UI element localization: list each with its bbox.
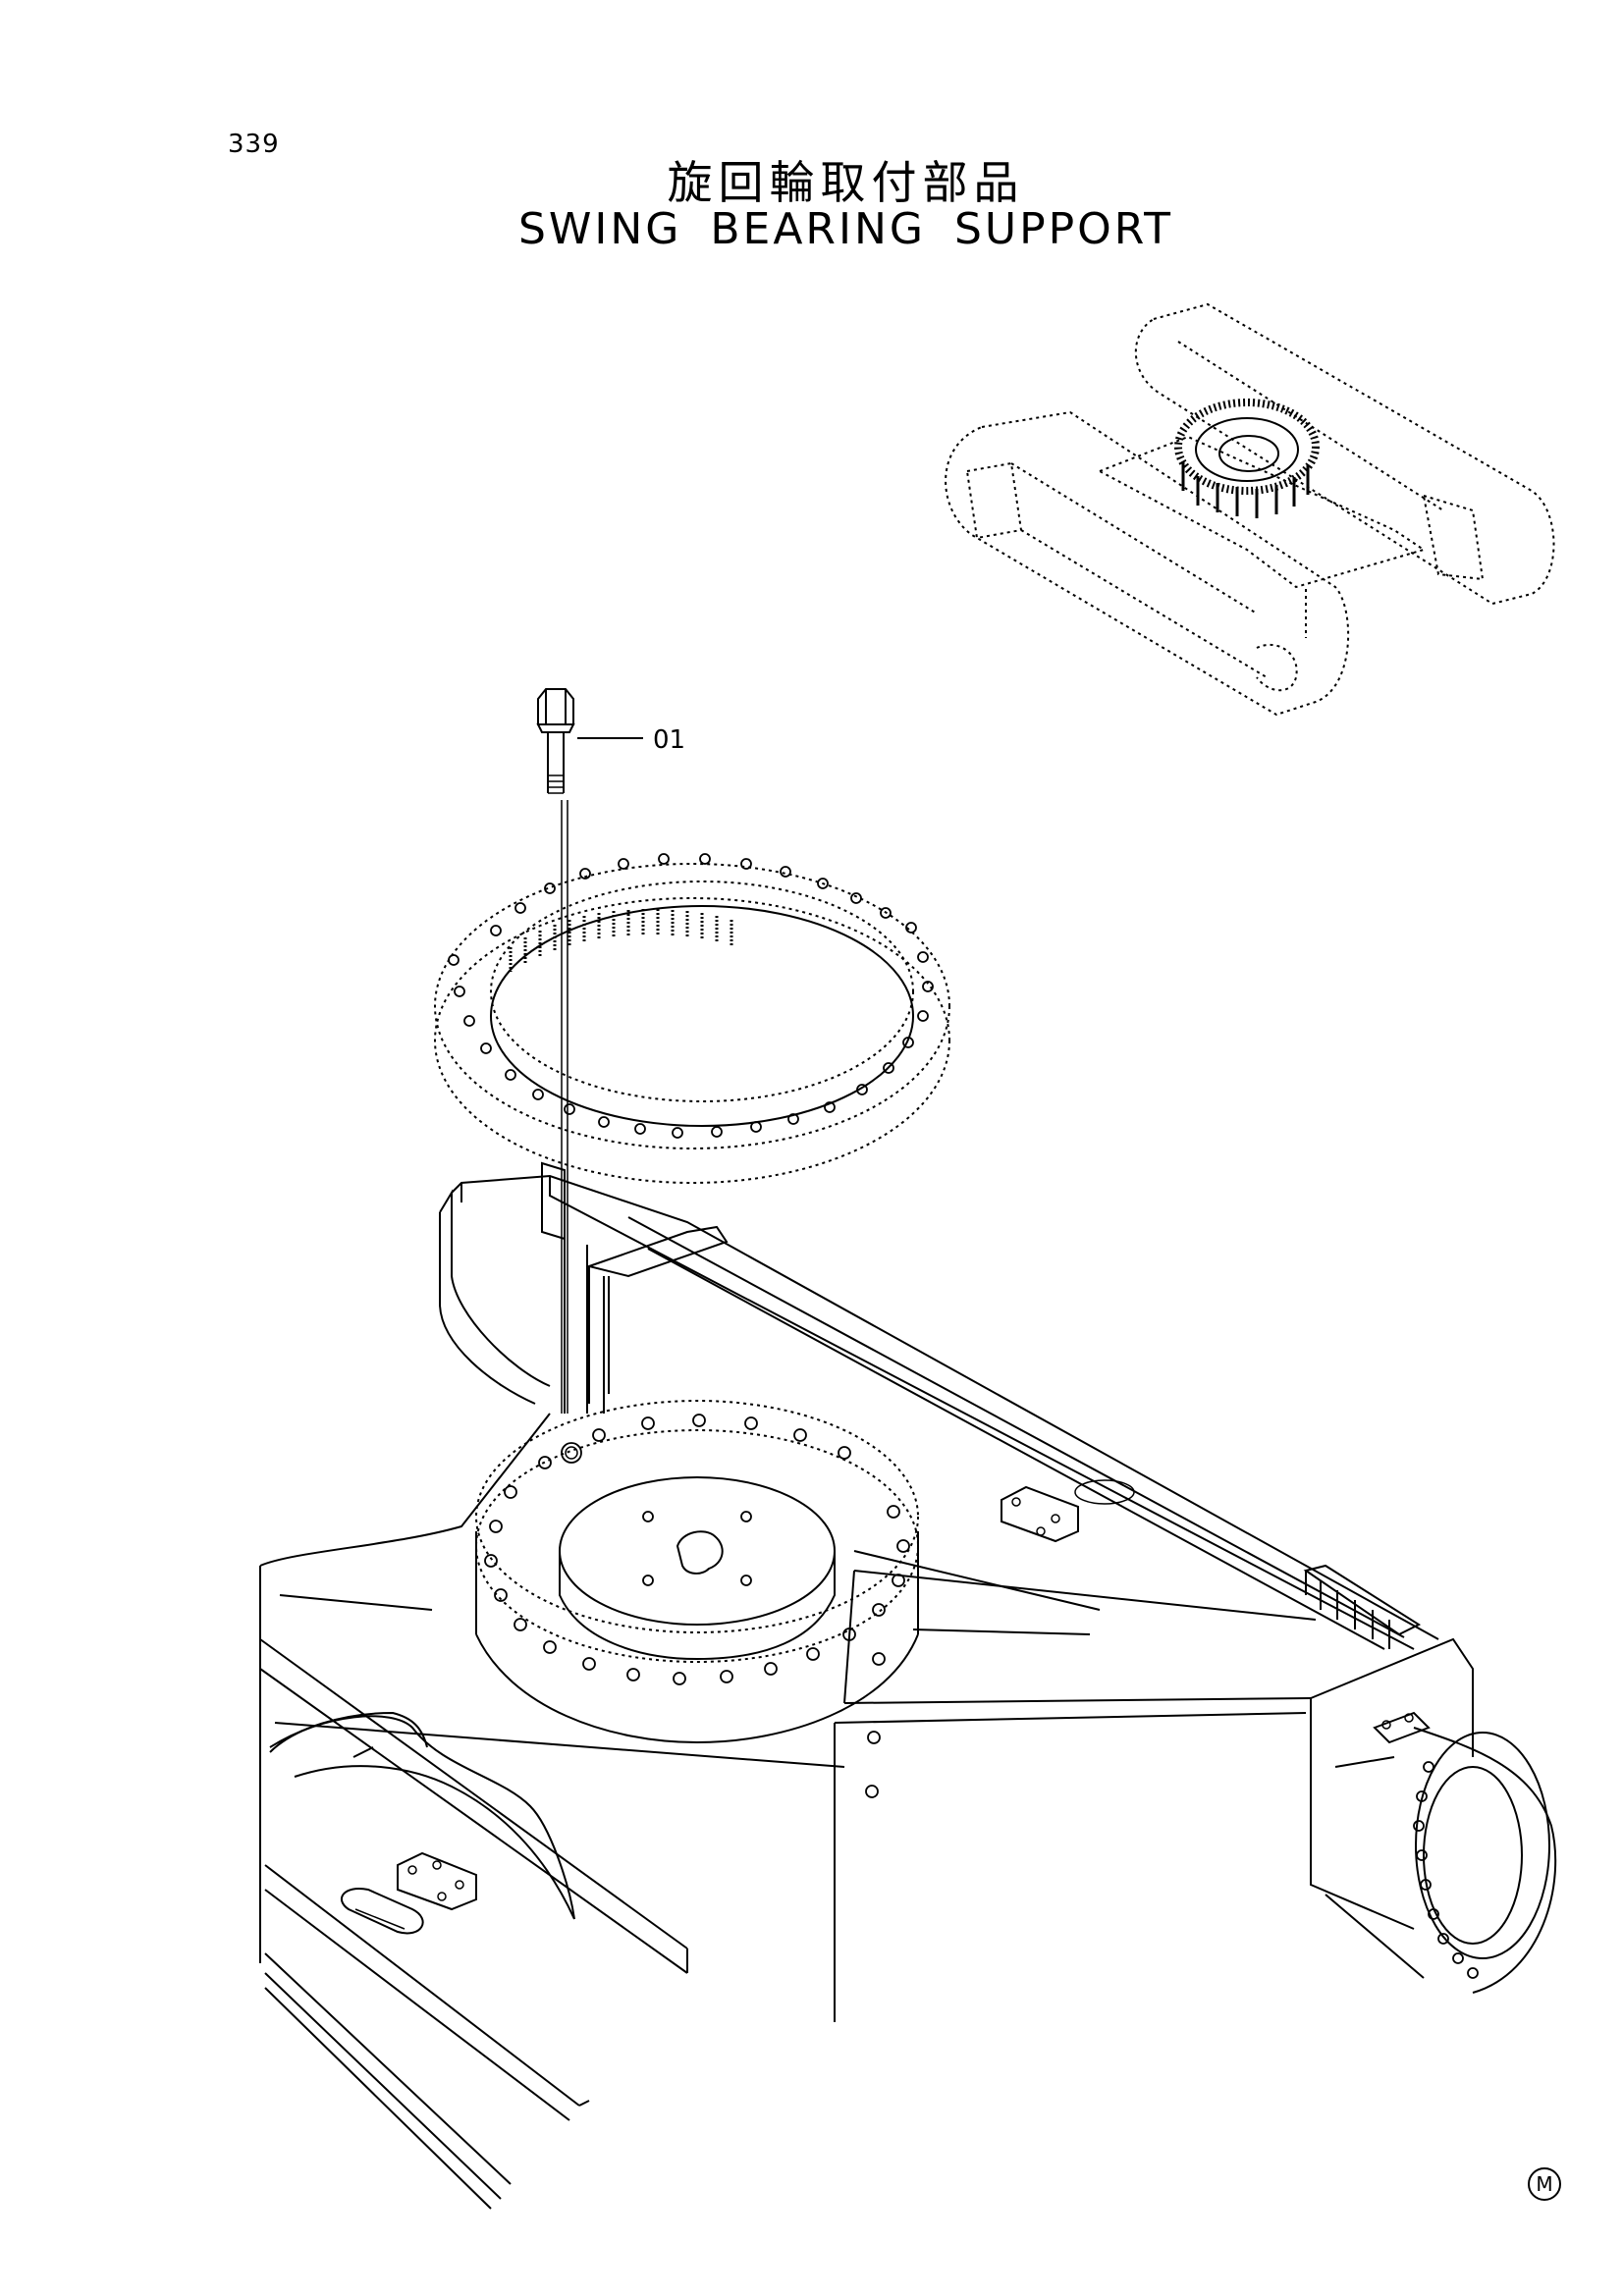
undercarriage-overview-inset (946, 304, 1553, 715)
bearing-mount-flange (476, 1401, 918, 1742)
bolt-part-01: 01 (538, 689, 685, 1414)
swing-bearing (435, 854, 949, 1183)
page-title-english: SWING BEARING SUPPORT (517, 204, 1174, 254)
corner-mark: M (1528, 2167, 1561, 2201)
page-title-japanese: 旋回輪取付部品 (667, 156, 1025, 209)
callout-label-01: 01 (653, 725, 685, 755)
lower-frame (260, 1163, 1555, 2209)
page-number: 339 (228, 130, 280, 159)
